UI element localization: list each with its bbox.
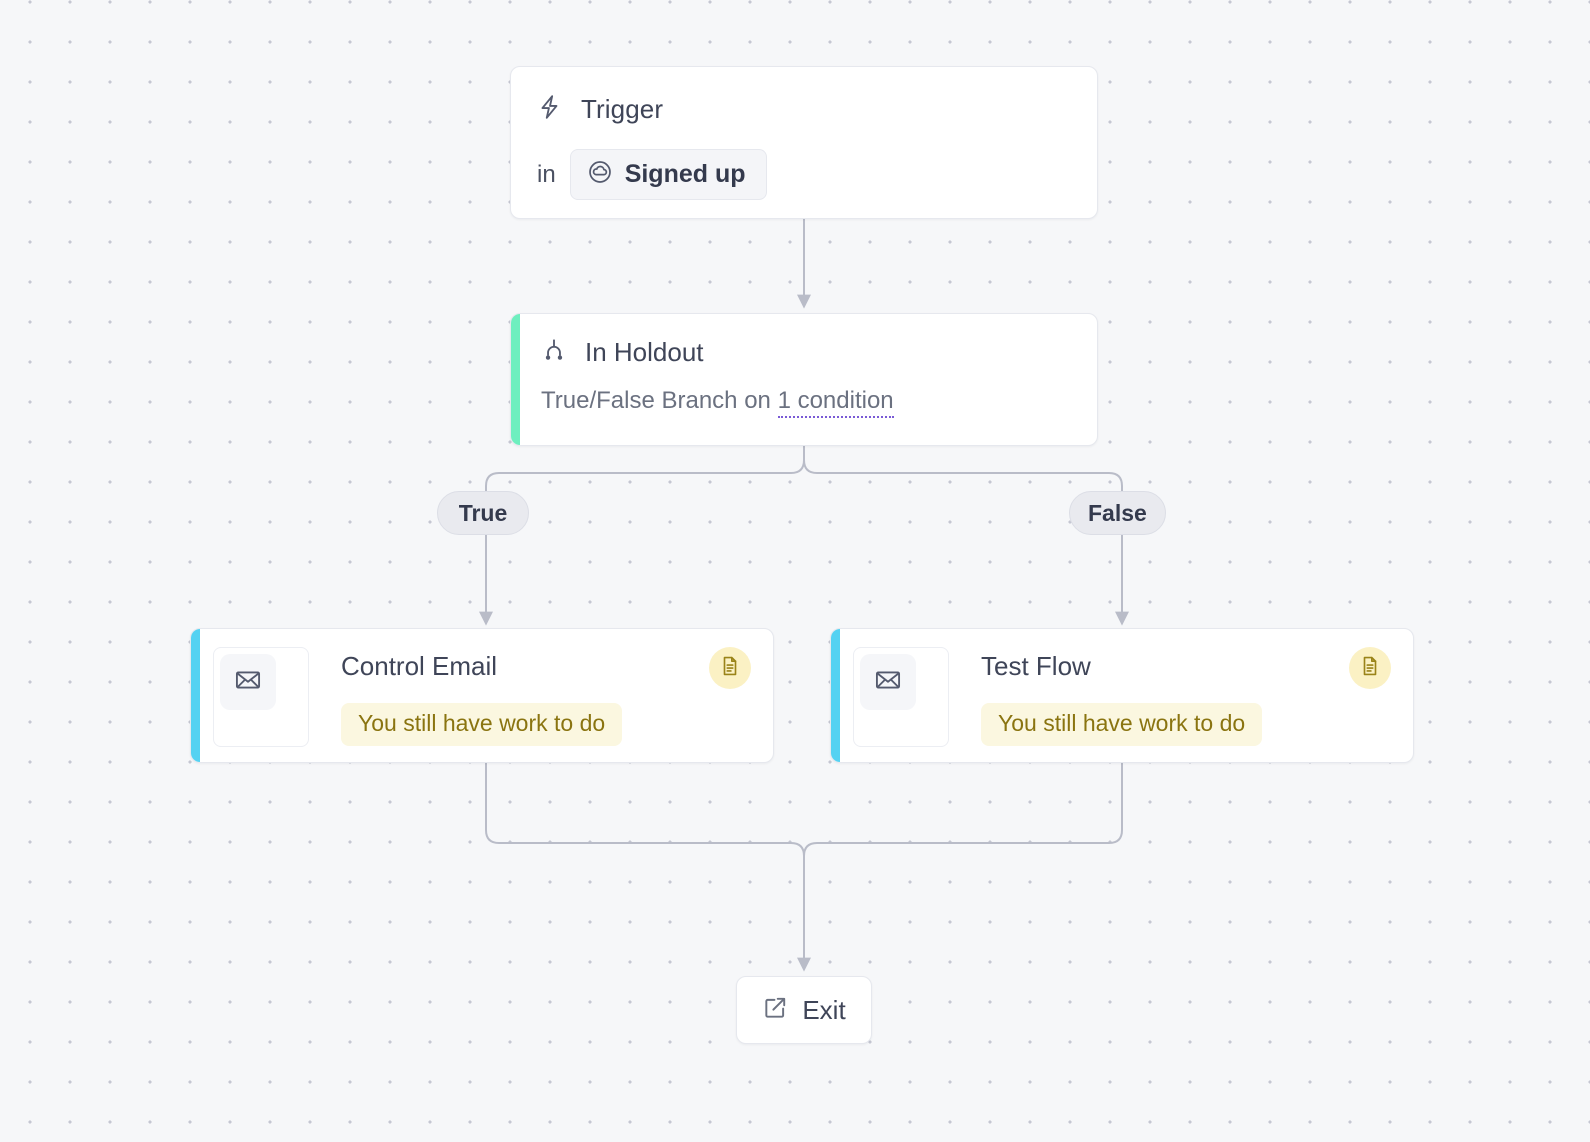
- holdout-subtitle-prefix: True/False Branch on: [541, 387, 778, 414]
- node-control-email[interactable]: Control Email You still have work to do: [190, 628, 774, 763]
- status-badge: You still have work to do: [341, 703, 623, 746]
- branch-label-true[interactable]: True: [437, 491, 529, 535]
- lightning-bolt-icon: [537, 92, 563, 127]
- trigger-source-label: Signed up: [624, 160, 746, 188]
- holdout-header: In Holdout: [541, 334, 1071, 370]
- branch-label-false[interactable]: False: [1069, 491, 1166, 535]
- trigger-in-label: in: [537, 160, 556, 188]
- email-title: Control Email: [341, 651, 498, 681]
- node-trigger[interactable]: Trigger in Signed up: [510, 66, 1098, 219]
- holdout-subtitle: True/False Branch on 1 condition: [541, 387, 1071, 418]
- test-flow-main: Test Flow You still have work to do: [949, 647, 1413, 746]
- edge-test-merge: [803, 763, 1123, 857]
- edge-bus-left: [485, 459, 805, 500]
- document-badge[interactable]: [1349, 647, 1391, 689]
- email-title: Test Flow: [981, 651, 1091, 681]
- branch-split-icon: [541, 337, 567, 368]
- edge-bus-right: [803, 459, 1123, 500]
- holdout-title: In Holdout: [585, 336, 704, 367]
- cloud-circle-icon: [587, 159, 613, 190]
- holdout-condition-link[interactable]: 1 condition: [777, 387, 894, 418]
- email-preview-box[interactable]: [853, 647, 949, 747]
- envelope-icon: [234, 666, 262, 699]
- node-exit[interactable]: Exit: [736, 976, 872, 1044]
- control-email-main: Control Email You still have work to do: [309, 647, 773, 746]
- document-icon: [719, 655, 741, 682]
- node-test-flow[interactable]: Test Flow You still have work to do: [830, 628, 1414, 763]
- external-link-icon: [762, 995, 788, 1026]
- trigger-source-row: in Signed up: [537, 149, 1071, 200]
- email-preview-box[interactable]: [213, 647, 309, 747]
- envelope-icon: [874, 666, 902, 699]
- document-badge[interactable]: [709, 647, 751, 689]
- trigger-title: Trigger: [581, 93, 664, 124]
- node-accent-bar: [511, 314, 520, 445]
- status-badge: You still have work to do: [981, 703, 1263, 746]
- edge-control-merge: [485, 763, 811, 972]
- document-icon: [1359, 655, 1381, 682]
- trigger-source-chip[interactable]: Signed up: [569, 149, 767, 200]
- node-in-holdout[interactable]: In Holdout True/False Branch on 1 condit…: [510, 313, 1098, 446]
- control-email-body: Control Email You still have work to do: [191, 629, 773, 762]
- node-accent-bar: [831, 629, 840, 762]
- test-flow-body: Test Flow You still have work to do: [831, 629, 1413, 762]
- node-accent-bar: [191, 629, 200, 762]
- trigger-header: Trigger: [537, 89, 1071, 129]
- exit-label: Exit: [802, 994, 846, 1025]
- envelope-icon-tile: [860, 654, 916, 710]
- envelope-icon-tile: [220, 654, 276, 710]
